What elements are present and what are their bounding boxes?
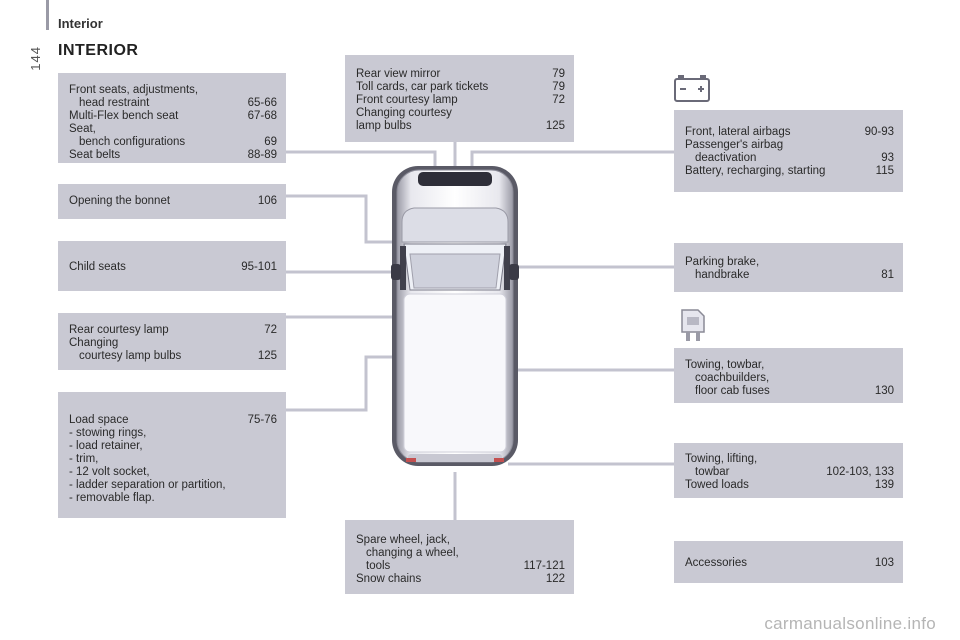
load-item: - 12 volt socket, [69,466,150,478]
spare-page-3: 117-121 [523,560,565,572]
load-space-box: Load space 75-76 - stowing rings, - load … [58,392,286,518]
airbags-label-3: deactivation [695,152,757,164]
rear-lamp-box: Rear courtesy lamp 72 Changing courtesy l… [58,313,286,370]
spare-label-3: tools [366,560,391,572]
towing-label-1: Towing, lifting, [685,453,758,465]
child-page: 95-101 [241,261,277,273]
bonnet-box: Opening the bonnet 106 [58,184,286,219]
seats-label-1: Front seats, adjustments, [69,84,199,96]
airbags-page-1: 90-93 [864,126,894,138]
towbar-page-3: 130 [874,385,894,397]
seats-label-6: Seat belts [69,149,121,161]
bonnet-page: 106 [257,195,277,207]
spare-wheel-box: Spare wheel, jack, changing a wheel, too… [345,520,574,594]
towing-page-3: 139 [874,479,894,491]
seats-label-2: head restraint [79,97,150,109]
seats-label-5: bench configurations [79,136,186,148]
towbar-box: Towing, towbar, coachbuilders, floor cab… [674,348,903,403]
airbags-page-4: 115 [875,165,894,177]
towing-page-2: 102-103, 133 [826,466,894,478]
load-item: - removable flap. [69,492,155,504]
child-label: Child seats [69,261,126,273]
accessories-page: 103 [874,557,894,569]
rear-lamp-label-1: Rear courtesy lamp [69,324,169,336]
rear-lamp-label-3: courtesy lamp bulbs [79,350,182,362]
towbar-label-1: Towing, towbar, [685,359,765,371]
watermark: carmanualsonline.info [764,614,936,633]
towing-label-2: towbar [695,466,730,478]
section-title: Interior [58,16,103,31]
parking-brake-box: Parking brake, handbrake 81 [674,243,903,292]
load-item: - trim, [69,453,99,465]
spare-label-1: Spare wheel, jack, [356,534,450,546]
child-seats-box: Child seats 95-101 [58,241,286,291]
parking-page-2: 81 [881,269,894,281]
seats-page-2: 65-66 [247,97,277,109]
mirror-label-5: lamp bulbs [356,120,412,132]
seats-page-3: 67-68 [247,110,277,122]
load-item: - load retainer, [69,440,143,452]
mirror-label-2: Toll cards, car park tickets [356,81,489,93]
seats-box: Front seats, adjustments, head restraint… [58,73,286,163]
load-item: - stowing rings, [69,427,147,439]
seats-page-6: 88-89 [247,149,277,161]
load-label: Load space [69,414,129,426]
airbags-page-3: 93 [881,152,894,164]
mirror-page-5: 125 [545,120,565,132]
mirror-label-3: Front courtesy lamp [356,94,458,106]
mirror-page-3: 72 [552,94,565,106]
mirror-page-1: 79 [552,68,565,80]
mirror-label-4: Changing courtesy [356,107,452,119]
airbags-label-1: Front, lateral airbags [685,126,791,138]
airbags-label-4: Battery, recharging, starting [685,165,826,177]
towing-box: Towing, lifting, towbar 102-103, 133 Towe… [674,443,903,498]
airbags-label-2: Passenger's airbag [685,139,784,151]
towing-label-3: Towed loads [685,479,749,491]
mirror-box: Rear view mirror 79 Toll cards, car park … [345,55,574,142]
rear-lamp-page-3: 125 [257,350,277,362]
load-item: - ladder separation or partition, [69,479,226,491]
seats-page-5: 69 [264,136,277,148]
fuse-icon [681,309,705,341]
mirror-page-2: 79 [552,81,565,93]
towbar-label-2: coachbuilders, [695,372,770,384]
battery-icon [674,75,710,102]
header-bar [46,0,49,30]
spare-label-2: changing a wheel, [366,547,459,559]
load-page: 75-76 [247,414,277,426]
accessories-label: Accessories [685,557,747,569]
airbags-box: Front, lateral airbags 90-93 Passenger's … [674,110,903,192]
van-top-view [391,166,519,466]
seats-label-3: Multi-Flex bench seat [69,110,179,122]
towbar-label-3: floor cab fuses [695,385,770,397]
seats-label-4: Seat, [69,123,96,135]
bonnet-label: Opening the bonnet [69,195,171,207]
spare-page-4: 122 [545,573,565,585]
spare-label-4: Snow chains [356,573,422,585]
parking-label-1: Parking brake, [685,256,760,268]
parking-label-2: handbrake [695,269,750,281]
rear-lamp-label-2: Changing [69,337,119,349]
rear-lamp-page-1: 72 [264,324,277,336]
mirror-label-1: Rear view mirror [356,68,441,80]
accessories-box: Accessories 103 [674,541,903,583]
page-title: INTERIOR [58,42,139,59]
